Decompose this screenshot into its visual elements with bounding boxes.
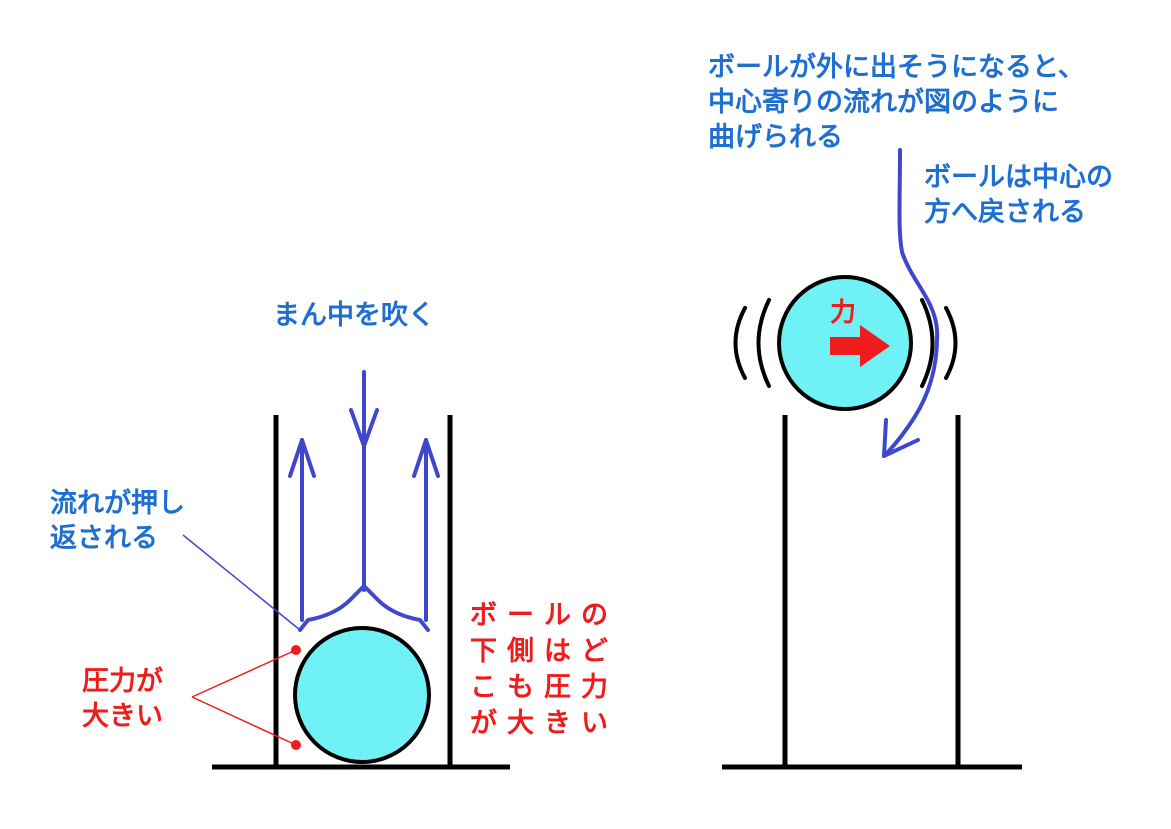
right-apparatus <box>722 275 1022 770</box>
pushback-leader-line <box>182 534 301 631</box>
bottom-pressure-line-2: 下側はど <box>470 636 618 667</box>
pressure-point-top <box>291 645 301 655</box>
explanation-line-1: ボールが外に出そうになると、 <box>708 52 1085 83</box>
curved-flow-arrowhead <box>882 418 920 458</box>
explanation-line-2: 中心寄りの流れが図のように <box>708 87 1059 118</box>
left-leader-lines <box>182 534 301 750</box>
blow-label: まん中を吹く <box>273 300 435 331</box>
vibration-arc-left-inner <box>756 298 771 388</box>
left-ball <box>293 626 431 764</box>
bottom-pressure-label: ボールの 下側はど こも圧力 が大きい <box>470 598 618 742</box>
left-apparatus <box>212 415 510 770</box>
return-label-line-2: 方へ戻される <box>924 197 1086 228</box>
pressure-label-line-1: 圧力が <box>82 666 163 697</box>
return-label-line-1: ボールは中心の <box>924 162 1113 193</box>
vibration-arc-right-outer <box>944 306 958 380</box>
left-flow-arrows <box>288 370 440 632</box>
bottom-pressure-line-3: こも圧力 <box>470 672 618 703</box>
left-upflow-arrowhead <box>288 438 316 478</box>
pushback-label-line-1: 流れが押し <box>50 488 185 519</box>
vibration-arc-left-outer <box>733 306 747 380</box>
pushback-label-line-2: 返される <box>50 523 158 554</box>
flow-split-curve <box>298 584 430 632</box>
force-label: 力 <box>830 298 857 328</box>
bottom-pressure-line-1: ボールの <box>470 600 618 631</box>
force-arrow-shape <box>830 325 890 367</box>
return-label: ボールは中心の 方へ戻される <box>924 160 1113 230</box>
explanation-label: ボールが外に出そうになると、 中心寄りの流れが図のように 曲げられる <box>708 50 1085 155</box>
curved-flow <box>882 148 940 458</box>
explanation-line-3: 曲げられる <box>708 122 843 153</box>
force-arrow <box>830 325 890 367</box>
vibration-marks <box>733 298 958 388</box>
curved-flow-line <box>882 148 940 458</box>
pushback-label: 流れが押し 返される <box>50 486 185 556</box>
pressure-label-line-2: 大きい <box>82 701 163 732</box>
pressure-leader-top <box>191 649 297 698</box>
right-upflow-arrowhead <box>412 438 440 478</box>
pressure-label: 圧力が 大きい <box>82 664 163 734</box>
bottom-pressure-line-4: が大きい <box>470 708 618 739</box>
center-blow-arrowhead <box>349 408 379 448</box>
vibration-arc-right-inner <box>920 298 935 388</box>
pressure-point-bottom <box>291 740 301 750</box>
pressure-leader-bottom <box>191 696 297 746</box>
